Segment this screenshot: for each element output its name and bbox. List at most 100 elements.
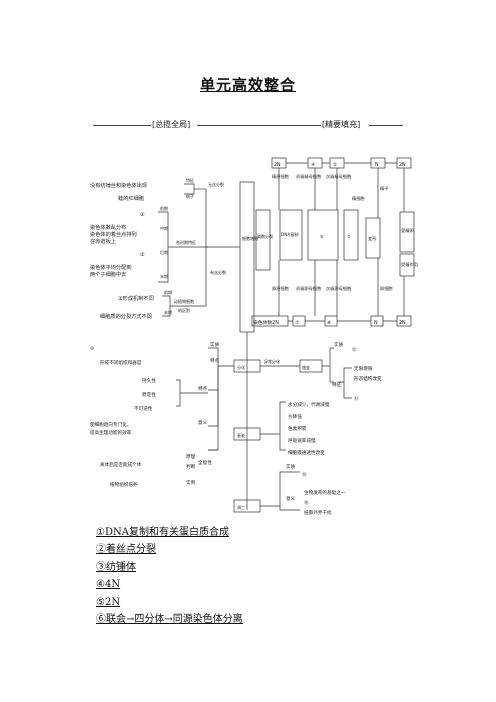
diff-label-essence: 实质 [210, 341, 220, 348]
top-chain-3: ⑤ [333, 162, 337, 168]
answer-line: ④4N [96, 579, 121, 591]
center-cancer: 癌变 [302, 364, 310, 370]
vertical-links [278, 168, 405, 316]
top-chain-5: 2N [399, 162, 406, 168]
col-sperm: 精子 [380, 185, 388, 192]
left-line-7: ② [140, 252, 145, 258]
left-line-8: 染色体平均分配到 [90, 263, 132, 271]
small-label-1: 特征 [186, 177, 194, 183]
col-fertilization: 受精作用 [401, 261, 418, 268]
answer-line: ①DNA复制和有关蛋白质合成 [96, 527, 229, 538]
cancer-label-essence: 实质 [334, 341, 344, 348]
col-secondary-spermatocyte: 次级精母细胞 [326, 173, 352, 180]
left-line-11: 细胞质的分裂方式不同 [100, 312, 152, 320]
box-dna-replication [279, 209, 303, 261]
center-proliferation: 细胞增殖 [242, 235, 258, 241]
cancer-answer-12: ⑫ [352, 346, 357, 353]
center-abnormal-diff: 异常分化 [264, 358, 280, 364]
center-aging: 衰老 [237, 432, 245, 438]
bottom-chain-4: 2N [399, 320, 406, 326]
left-line-4: 染色体数乱分布 [90, 223, 126, 231]
bottom-chain-2: ⑧ [327, 320, 331, 326]
answer-line: ②着丝点分裂 [96, 544, 156, 556]
section-header-bar: [总揽全局] [精要填充] [93, 118, 403, 132]
left-line-1: 没有纺锤丝和染色体出现 [90, 181, 147, 189]
col-dna-replication: DNA复制 [281, 231, 299, 238]
box-fertilization [399, 253, 415, 277]
bracket-cancer-features [338, 367, 352, 399]
bottom-chain-1: ⑦ [295, 320, 299, 326]
bottom-chain-3: N [374, 320, 378, 326]
section-left-label: [总揽全局] [151, 119, 192, 130]
center-wusi: 无丝分裂 [208, 181, 224, 187]
rule-left [93, 125, 153, 126]
answer-list: ①DNA复制和有关蛋白质合成 ②着丝点分裂 ③纺锤体 ④4N ⑤2N ⑥联会→四… [96, 524, 243, 628]
left-line-3: ① [140, 212, 145, 218]
small-label-10: 动植物细胞 [174, 298, 194, 304]
left-line-2: 蛙的红细胞 [118, 194, 144, 202]
cancer-label-feature: 特征 [332, 381, 342, 388]
rule-middle [197, 125, 323, 126]
diff-effect-1: 使细胞趋向专门化， [90, 421, 131, 428]
left-line-10: ③形成机制不同 [118, 294, 154, 302]
answer-line: ⑤2N [96, 596, 121, 608]
center-meiosis: 减数分裂 [257, 233, 273, 239]
col-primary-oocyte: 初级卵母细胞 [296, 285, 322, 292]
diff-result: 形成不同组织和器官 [100, 359, 142, 366]
center-youse: 有丝分裂 [210, 269, 226, 275]
diff-label-result: 特点 [210, 357, 220, 364]
aging-feature-1: 水分减少，代谢减慢 [288, 401, 330, 408]
box-answer-6 [307, 209, 339, 261]
cancer-feature-2: 形态结构改变 [354, 375, 382, 382]
col-egg: 卵细胞 [380, 285, 393, 292]
col-oogonium: 卵原细胞 [272, 285, 290, 292]
col-secondary-oocyte: 次级卵母细胞 [326, 285, 352, 292]
diff-persistence: 持久性 [142, 377, 156, 384]
small-label-5: 后期 [160, 249, 168, 255]
bracket-traits [176, 379, 208, 407]
page-title: 单元高效整合 [199, 76, 296, 94]
apoptosis-label-significance: 意义 [286, 495, 296, 502]
top-chain-1: 2N [274, 162, 281, 168]
aging-feature-4: 呼吸速率减慢 [288, 437, 316, 444]
aging-bracket [260, 401, 286, 451]
apoptosis-label-essence: 实质 [286, 463, 296, 470]
diff-effect-2: 提高生理功能的效率 [90, 429, 132, 436]
cancer-answer-13: ⑬ [354, 395, 359, 402]
center-apoptosis: 凋亡 [237, 504, 245, 510]
left-line-5: 染色体的着丝点排列 [90, 230, 137, 238]
diff-label-feature: 特点 [198, 385, 208, 392]
col-zygote: 受精卵 [401, 227, 414, 234]
bracket-wusi [184, 183, 195, 195]
small-label-9: 各时期特征 [176, 239, 196, 245]
diff-answer-10: ⑩ [90, 346, 94, 352]
apoptosis-significance-1: 生物发育的基础之一 [304, 489, 346, 496]
label-principle: 原理 [186, 454, 196, 460]
link-totipotency [208, 366, 219, 451]
left-line-6: 在赤道板上 [90, 237, 116, 245]
col-transform: 变形 [368, 235, 377, 242]
col-primary-spermatocyte: 初级精母细胞 [296, 173, 322, 180]
bracket-cancer [322, 347, 334, 383]
apoptosis-answer-15: ⑮ [302, 471, 307, 478]
small-label-8: 末期 [164, 309, 172, 315]
answer-line: ③纺锤体 [96, 561, 136, 573]
small-label-7: 前期 [164, 289, 172, 295]
rule-right [369, 125, 403, 126]
box-transform [365, 217, 381, 259]
col-spermatogonium: 精原细胞 [272, 173, 290, 180]
bracket-phases [158, 211, 169, 283]
aging-feature-3: 色素积累 [288, 425, 307, 432]
apoptosis-significance-2: 抵御外界干扰 [304, 509, 332, 516]
center-differentiation: 分化 [237, 364, 245, 370]
totipotency-question: 离体后是否能成个体 [100, 461, 142, 468]
label-judge: 判断 [186, 463, 196, 470]
box-zygote [399, 211, 415, 253]
cancer-feature-1: 无限增殖 [354, 365, 373, 372]
box-answer-9 [343, 209, 359, 261]
col-answer-6: ⑥ [320, 234, 324, 239]
small-label-3: 前期 [160, 205, 168, 211]
col-spermatid: 精细胞 [352, 195, 365, 202]
totipotency-example: 植物组织培养 [110, 481, 138, 488]
col-answer-9: ⑦ [347, 234, 351, 239]
